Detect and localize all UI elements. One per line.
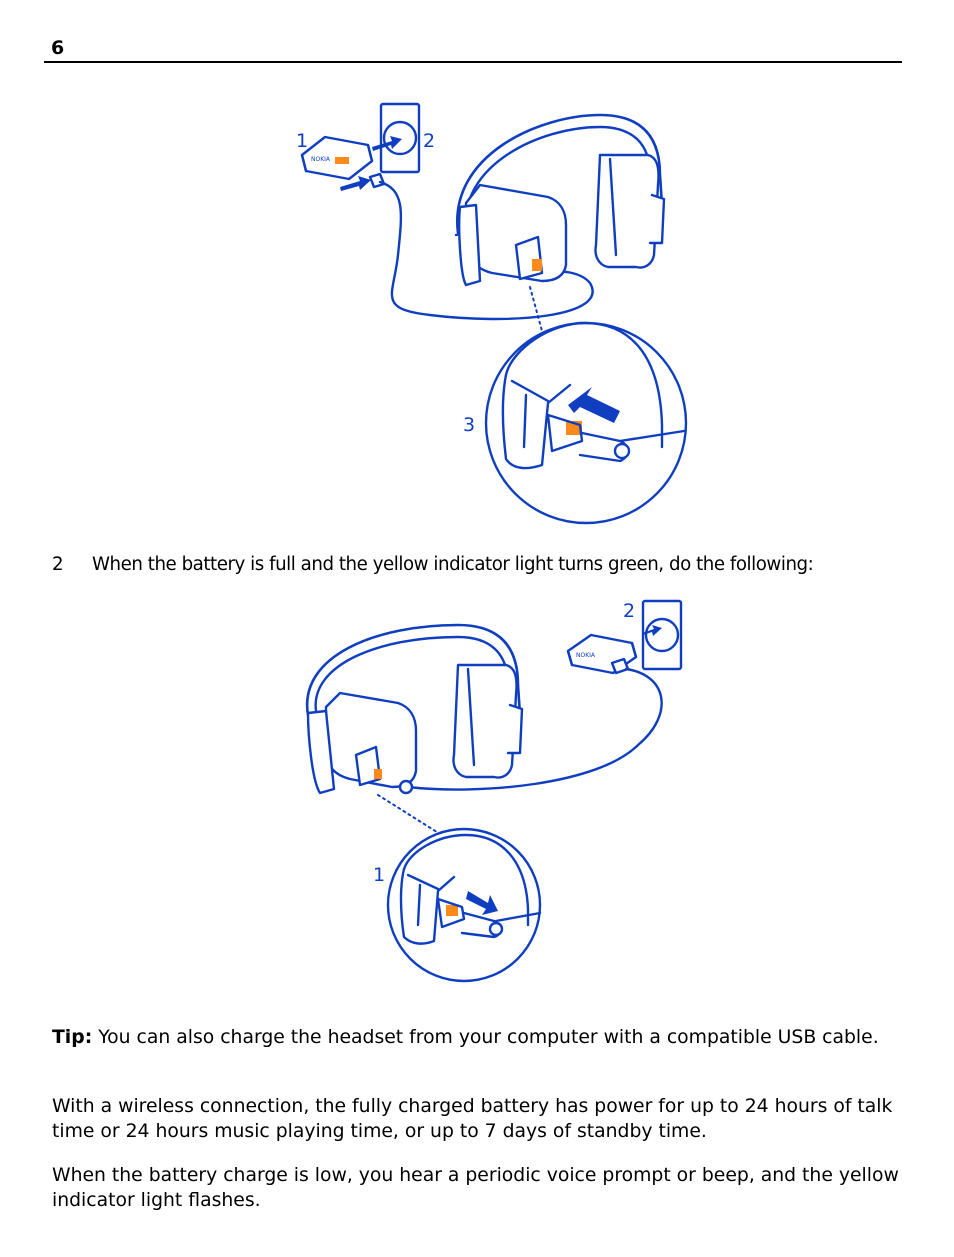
headset-icon <box>305 623 524 795</box>
zoom-detail-icon <box>484 321 688 525</box>
step-number: 2 <box>52 554 64 575</box>
tip-label: Tip: <box>52 1027 93 1048</box>
charger-icon: NOKIA <box>300 135 374 181</box>
callout-3: 3 <box>463 414 475 436</box>
callout-1: 1 <box>373 864 385 886</box>
callout-1: 1 <box>296 130 308 152</box>
wall-socket-icon <box>641 599 683 671</box>
headset-icon <box>454 113 666 287</box>
callout-2: 2 <box>623 600 635 622</box>
header-rule <box>44 61 902 63</box>
wall-socket-icon <box>379 102 421 174</box>
step-text: When the battery is full and the yellow … <box>92 554 814 575</box>
figure-charging-disconnect: NOKIA <box>305 599 683 983</box>
tip-text: You can also charge the headset from you… <box>92 1027 879 1048</box>
callout-2: 2 <box>423 130 435 152</box>
charger-icon: NOKIA <box>566 633 638 675</box>
svg-text:NOKIA: NOKIA <box>576 652 596 659</box>
arrow-icon <box>642 625 662 636</box>
arrow-icon <box>372 136 402 151</box>
arrow-icon <box>340 176 371 191</box>
figure-charging-connect: NOKIA <box>296 102 688 525</box>
svg-text:NOKIA: NOKIA <box>311 156 331 163</box>
tip-paragraph: Tip: You can also charge the headset fro… <box>52 1025 904 1050</box>
low-battery-paragraph: When the battery charge is low, you hear… <box>52 1165 899 1211</box>
cable-icon <box>378 180 594 321</box>
zoom-detail-icon <box>386 827 542 983</box>
page-number: 6 <box>51 37 65 59</box>
cable-icon <box>406 667 663 791</box>
battery-life-paragraph: With a wireless connection, the fully ch… <box>52 1096 893 1142</box>
